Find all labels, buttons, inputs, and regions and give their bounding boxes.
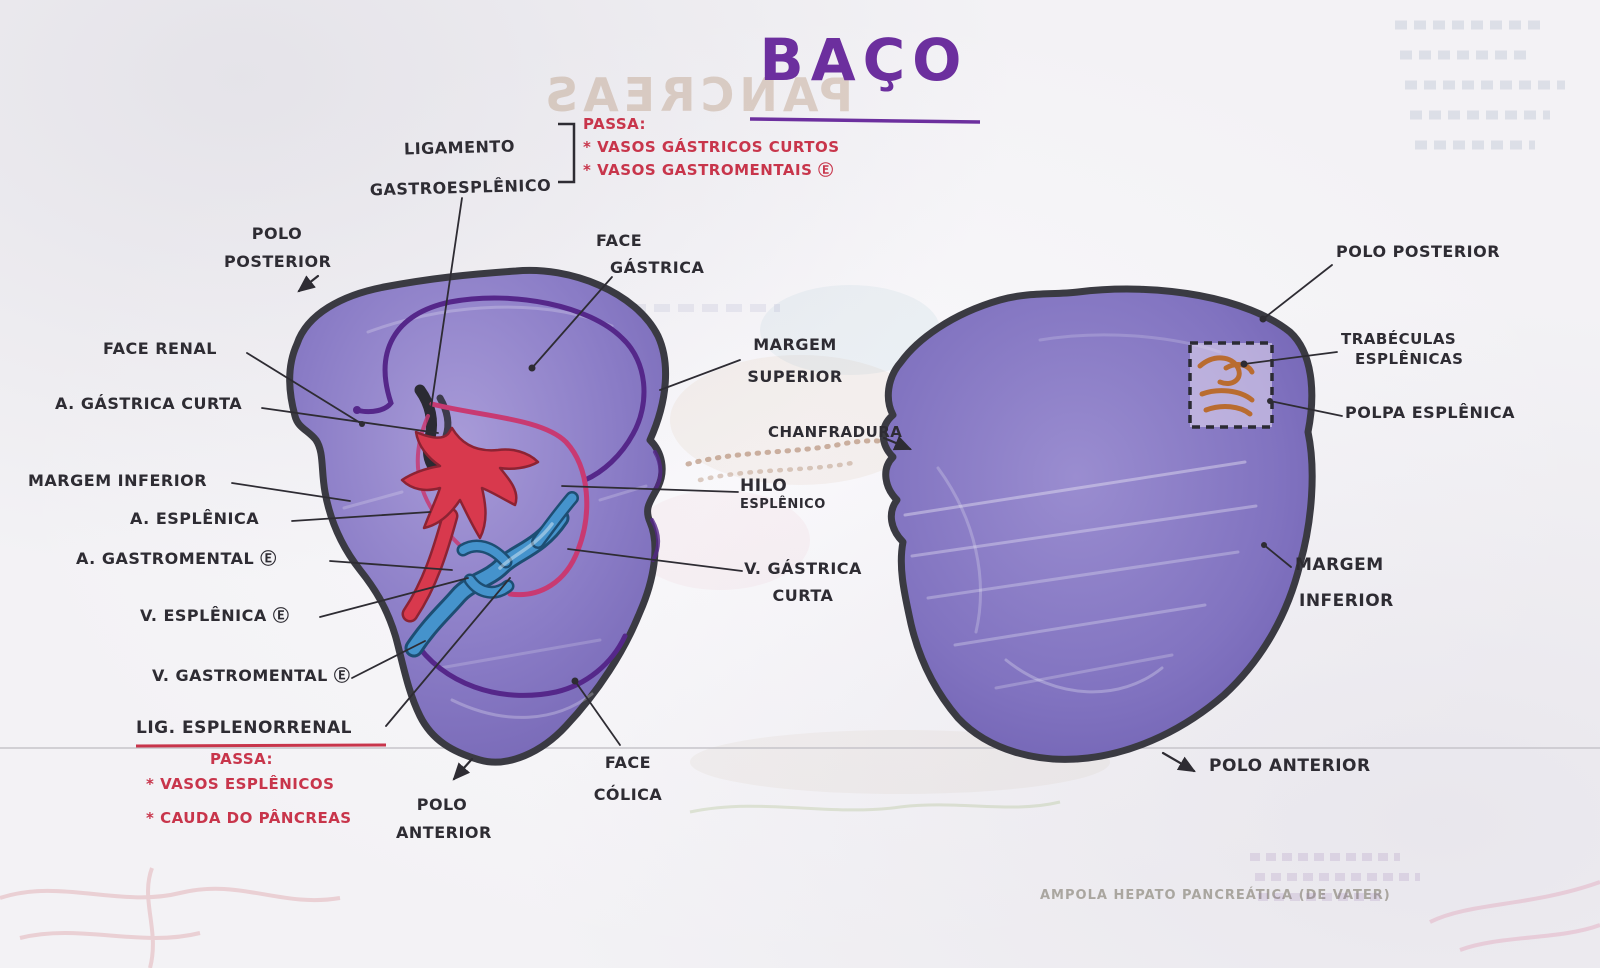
leader-v-esplenica: [319, 577, 469, 618]
anterior-margin-notch-accents: [650, 450, 663, 562]
trabeculae-squiggles: [1197, 355, 1255, 417]
label-line: CÓLICA: [593, 785, 663, 804]
splenic-artery-branches: [400, 426, 540, 540]
label-a-gastrica-curta: A. GÁSTRICA CURTA: [55, 394, 243, 413]
leader-face-colica: [574, 680, 621, 746]
gastric-face-outline-dot: [353, 406, 361, 414]
short-gastric-vein-branch: [533, 493, 577, 547]
passa-top-bracket: [558, 122, 576, 184]
label-line: POLO: [416, 795, 468, 814]
bleed-through-smudges: [0, 20, 1600, 968]
arrow-polo-posterior-left: [297, 274, 320, 293]
leader-lig-esplenorrenal: [385, 577, 511, 727]
right-spleen-diaphragmatic-view: [879, 285, 1316, 763]
colic-face-outline: [411, 633, 628, 698]
label-lig-esplenorrenal: LIG. ESPLENORRENAL: [136, 718, 352, 738]
label-line: TRABÉCULAS: [1341, 330, 1457, 348]
label-margem-superior: MARGEM SUPERIOR: [739, 329, 851, 393]
leader-a-esplenica: [291, 511, 431, 522]
arrow-chanfradura: [882, 435, 913, 451]
leader-v-gastromental: [351, 640, 426, 679]
hilum-vessels: [400, 401, 590, 658]
note-item: * VASOS GÁSTRICOS CURTOS: [583, 138, 840, 157]
label-hilo-esplenico: HILO ESPLÊNICO: [740, 476, 826, 512]
label-ligamento-gastroesplenico: LIGAMENTO GASTROESPLÊNICO: [365, 126, 555, 211]
label-face-colica: FACE CÓLICA: [588, 747, 668, 811]
label-polo-anterior-left: POLO ANTERIOR: [396, 791, 492, 847]
leader-face-renal: [246, 352, 363, 425]
label-line: POSTERIOR: [224, 252, 332, 271]
leader-hilo-esplenico: [561, 485, 739, 493]
left-spleen-visceral-view: [286, 266, 669, 766]
label-line: CURTA: [772, 586, 834, 605]
leader-margem-inferior-left: [231, 482, 351, 502]
splenic-artery-trunk: [404, 510, 456, 620]
title-underline: [749, 117, 981, 124]
label-a-gastromental: A. GASTROMENTAL Ⓔ: [76, 549, 277, 568]
label-line: MARGEM: [1295, 555, 1384, 575]
label-v-gastromental: V. GASTROMENTAL Ⓔ: [152, 666, 351, 685]
leader-margem-superior: [659, 359, 741, 391]
label-line: V. GÁSTRICA: [744, 559, 862, 578]
gastromental-vein-branch: [459, 542, 512, 597]
label-line: LIGAMENTO: [403, 136, 516, 159]
bleed-through-ampola-caption: AMPOLA HEPATO PANCREÁTICA (DE VATER): [1040, 888, 1391, 903]
ligament-band-accent: [436, 394, 452, 440]
label-line: GASTROESPLÊNICO: [369, 175, 552, 200]
leader-v-gastrica-curta: [567, 548, 743, 572]
label-trabeculas-esplenicas: TRABÉCULAS ESPLÊNICAS: [1341, 329, 1463, 369]
note-passa-top: PASSA: * VASOS GÁSTRICOS CURTOS * VASOS …: [583, 115, 840, 179]
esplenorrenal-red-underline: [135, 743, 387, 748]
label-a-esplenica: A. ESPLÊNICA: [130, 509, 260, 528]
leader-a-gastrica-curta: [261, 407, 439, 434]
note-item: * VASOS ESPLÊNICOS: [146, 775, 335, 794]
arrow-polo-anterior-left: [452, 757, 474, 781]
label-v-gastrica-curta: V. GÁSTRICA CURTA: [743, 555, 863, 609]
leader-polpa: [1269, 400, 1343, 417]
label-polo-posterior-left: POLO POSTERIOR: [224, 220, 332, 276]
label-line: INFERIOR: [1299, 591, 1394, 611]
label-margem-inferior-left: MARGEM INFERIOR: [28, 471, 208, 490]
label-line: GÁSTRICA: [610, 258, 705, 277]
label-line: MARGEM: [753, 335, 837, 354]
label-polpa-esplenica: POLPA ESPLÊNICA: [1345, 403, 1516, 422]
leader-face-gastrica: [531, 276, 613, 369]
label-line: ANTERIOR: [396, 823, 492, 842]
label-line: FACE: [604, 753, 652, 772]
leader-lines: [231, 197, 1343, 746]
label-line: SUPERIOR: [747, 367, 843, 386]
note-passa-bottom: PASSA: * VASOS ESPLÊNICOS * CAUDA DO PÂN…: [146, 750, 352, 827]
leader-margem-inferior-right: [1263, 544, 1292, 568]
label-chanfradura: CHANFRADURA: [768, 423, 903, 441]
leader-polo-posterior-right: [1262, 264, 1333, 320]
label-polo-posterior-right: POLO POSTERIOR: [1336, 242, 1501, 261]
label-line: ESPLÊNICAS: [1355, 350, 1464, 368]
hilum-magenta-contour: [429, 401, 590, 598]
leader-trabeculas: [1243, 351, 1338, 365]
note-item: * VASOS GASTROMENTAIS Ⓔ: [583, 160, 834, 179]
vein-highlight: [498, 522, 554, 570]
gastric-face-outline: [353, 295, 647, 483]
label-v-esplenica: V. ESPLÊNICA Ⓔ: [140, 606, 290, 625]
direction-arrows: [297, 274, 1196, 781]
note-heading: PASSA:: [583, 115, 647, 133]
page-title: BAÇO: [759, 26, 969, 94]
leader-a-gastromental: [329, 560, 453, 571]
leader-ligament: [430, 197, 463, 409]
label-polo-anterior-right: POLO ANTERIOR: [1209, 756, 1371, 776]
label-line: FACE: [596, 231, 643, 250]
label-line: ESPLÊNICO: [740, 496, 826, 512]
leader-end-dots: [359, 315, 1273, 685]
label-line: HILO: [740, 476, 788, 496]
arrow-polo-anterior-right: [1161, 751, 1196, 773]
label-face-renal: FACE RENAL: [103, 339, 217, 358]
note-item: * CAUDA DO PÂNCREAS: [146, 808, 352, 827]
right-spleen-pencil-streaks: [903, 333, 1258, 694]
label-margem-inferior-right: MARGEM INFERIOR: [1295, 547, 1394, 619]
label-face-gastrica: FACE GÁSTRICA: [596, 227, 704, 281]
label-line: POLO: [251, 224, 303, 243]
note-heading: PASSA:: [210, 750, 274, 768]
